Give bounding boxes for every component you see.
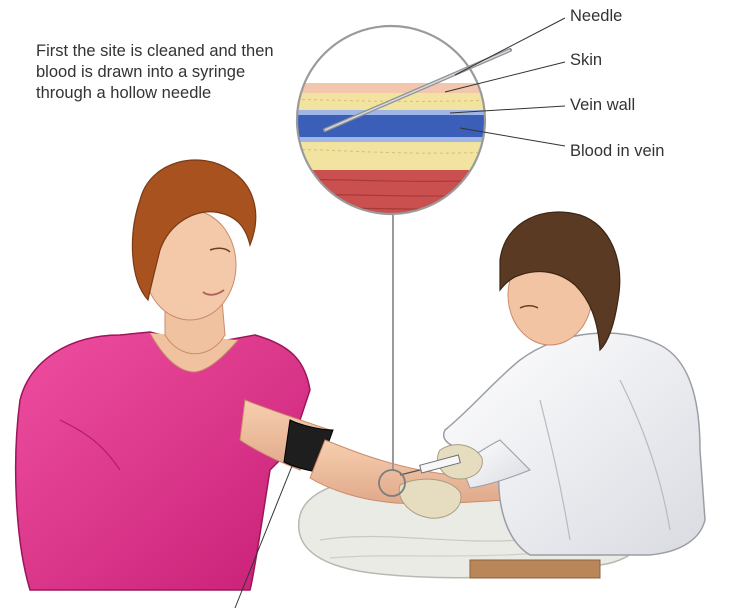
label-vein-wall: Vein wall: [570, 95, 635, 116]
vein-wall-bottom: [290, 137, 500, 142]
vein-wall-top: [290, 110, 500, 115]
label-needle: Needle: [570, 6, 622, 27]
caption-text: First the site is cleaned and then blood…: [36, 41, 296, 104]
muscle-layer: [290, 170, 500, 220]
fat-layer-bottom: [290, 142, 500, 170]
label-skin: Skin: [570, 50, 602, 71]
label-blood-in-vein: Blood in vein: [570, 141, 664, 162]
nurse: [399, 212, 705, 555]
skin-layer: [290, 83, 500, 93]
blood-layer: [290, 115, 500, 137]
